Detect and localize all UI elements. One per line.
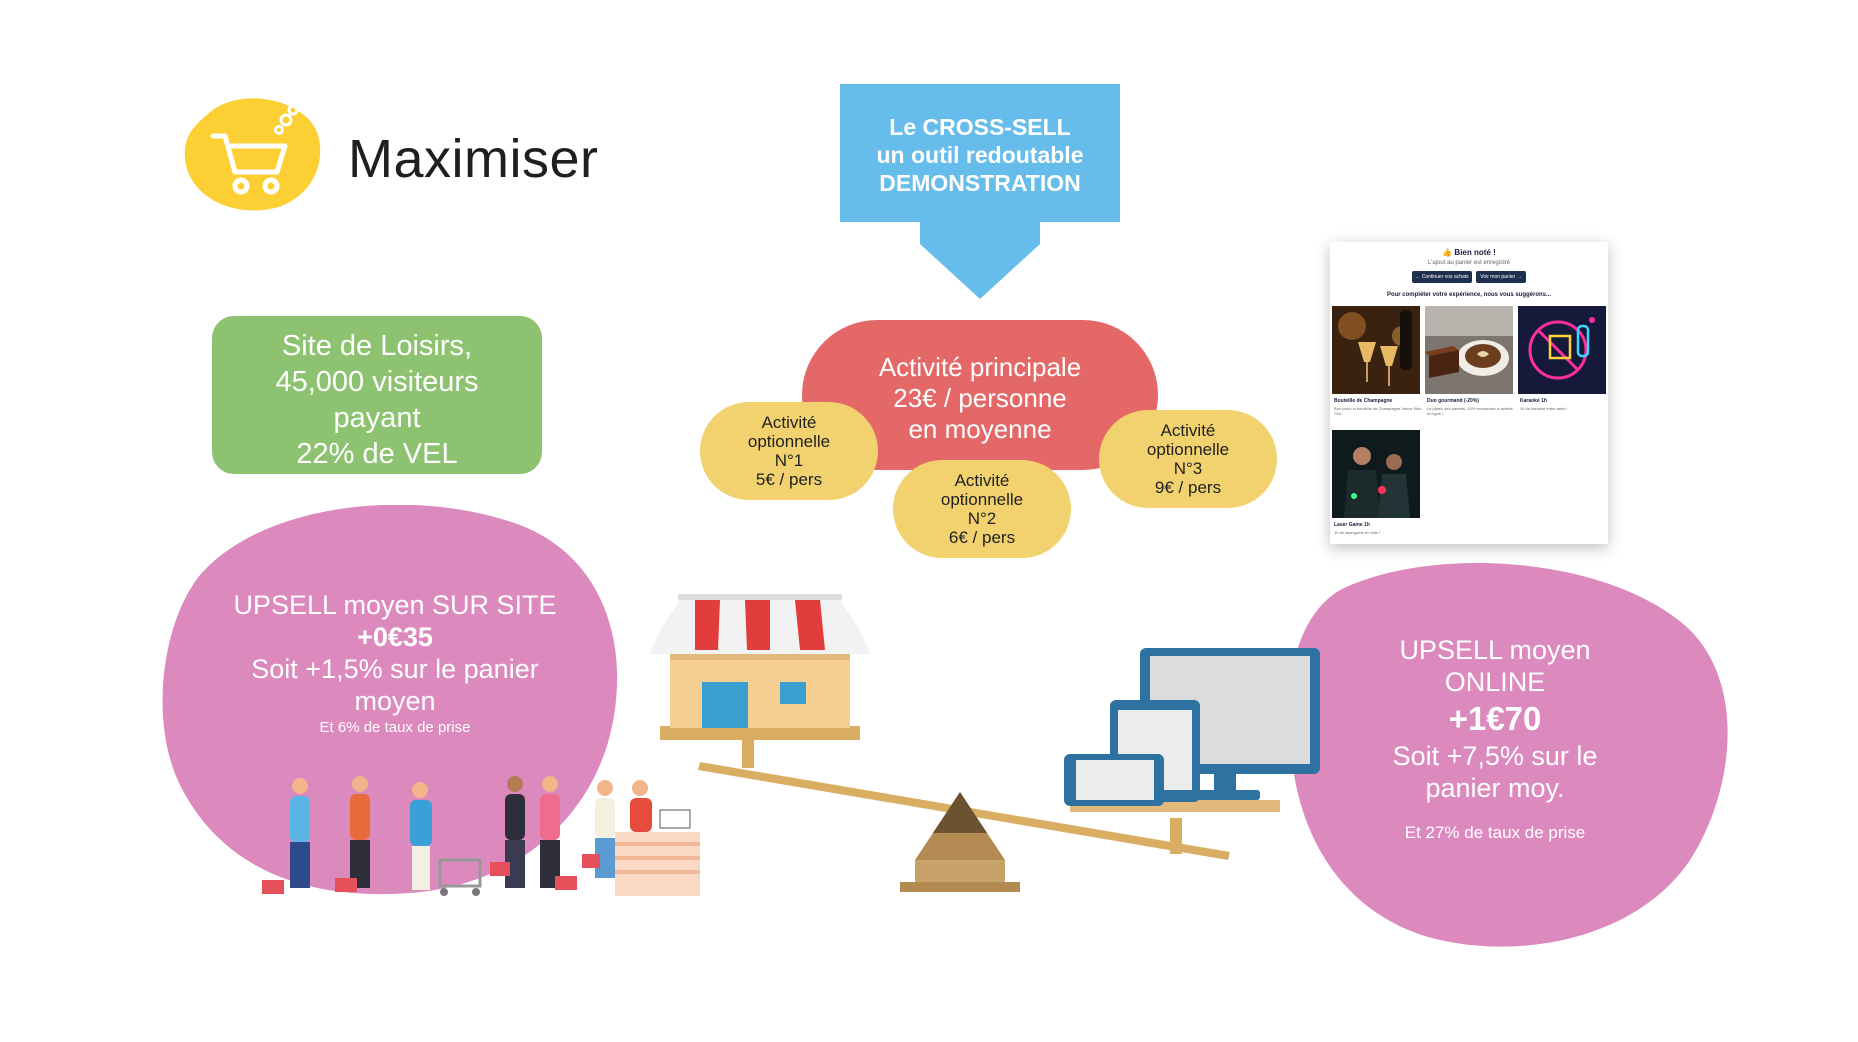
upsell-site-rate: Et 6% de taux de prise xyxy=(319,719,471,736)
callout-line: Le CROSS-SELL xyxy=(889,114,1071,140)
upsell-online-percent: Soit +7,5% sur le xyxy=(1392,741,1598,771)
optional-activity-price: 6€ / pers xyxy=(948,528,1016,547)
callout-line: DEMONSTRATION xyxy=(879,170,1081,196)
balance-illustration xyxy=(650,594,1320,892)
upsell-online-blob xyxy=(1288,563,1728,947)
product-desc: 1h de lasergame en folie ! xyxy=(1334,530,1381,535)
upsell-site-percent-cont: moyen xyxy=(354,686,436,716)
continue-shopping-button[interactable]: ← Continuer vos achats xyxy=(1412,271,1472,283)
optional-activity-line: optionnelle xyxy=(1146,440,1230,459)
main-activity-line: en moyenne xyxy=(908,414,1052,444)
optional-activity-line: N°2 xyxy=(967,509,997,528)
site-info-line: payant xyxy=(333,402,421,434)
karaoke-neon-image[interactable] xyxy=(1518,306,1606,394)
product-desc: Bon pour un bouteille de Champagne Veuve… xyxy=(1334,406,1422,416)
product-name: Bouteille de Champagne xyxy=(1334,398,1393,404)
page-title: Maximiser xyxy=(348,129,599,189)
optional-activity-line: N°3 xyxy=(1173,459,1203,478)
upsell-online-rate: Et 27% de taux de prise xyxy=(1404,823,1586,842)
main-activity-line: 23€ / personne xyxy=(893,383,1067,413)
balance-pivot-icon xyxy=(900,792,1020,892)
callout-line: un outil redoutable xyxy=(876,142,1084,168)
cross-sell-callout-text: Le CROSS-SELL un outil redoutable DEMONS… xyxy=(845,113,1115,197)
coffee-cake-image[interactable] xyxy=(1425,306,1513,394)
optional-activity-2: Activité optionnelle N°2 6€ / pers xyxy=(893,460,1071,558)
optional-activity-line: Activité xyxy=(761,413,817,432)
site-info-box: Site de Loisirs, 45,000 visiteurs payant… xyxy=(212,316,542,474)
optional-activity-line: optionnelle xyxy=(747,432,831,451)
cross-sell-product-card: 👍 Bien noté ! L'ajout au panier est enre… xyxy=(1330,242,1608,544)
site-info-line: 22% de VEL xyxy=(296,438,458,470)
optional-activity-3: Activité optionnelle N°3 9€ / pers xyxy=(1099,410,1277,508)
laser-game-image[interactable] xyxy=(1332,430,1420,518)
site-info-line: Site de Loisirs, xyxy=(281,330,473,362)
upsell-site-value: +0€35 xyxy=(357,622,433,652)
optional-activity-line: N°1 xyxy=(774,451,804,470)
upsell-site-percent: Soit +1,5% sur le panier xyxy=(251,654,539,684)
main-activity-text: Activité principale 23€ / personne en mo… xyxy=(802,352,1158,445)
product-desc: 1h de karaoké entre amis ! xyxy=(1520,406,1568,411)
optional-activity-price: 5€ / pers xyxy=(755,470,823,489)
upsell-site-text: UPSELL moyen SUR SITE +0€35 Soit +1,5% s… xyxy=(210,589,580,739)
main-activity-line: Activité principale xyxy=(878,352,1082,382)
card-suggestion-text: Pour compléter votre expérience, nous vo… xyxy=(1386,292,1552,298)
optional-activity-line: optionnelle xyxy=(940,490,1024,509)
optional-activity-line: Activité xyxy=(954,471,1010,490)
optional-activity-1: Activité optionnelle N°1 5€ / pers xyxy=(700,402,878,500)
product-name: Duo gourmand (-20%) xyxy=(1427,398,1479,404)
upsell-online-text: UPSELL moyen ONLINE +1€70 Soit +7,5% sur… xyxy=(1330,634,1660,844)
card-subtitle: L'ajout au panier est enregistré xyxy=(1427,260,1511,266)
card-title: 👍 Bien noté ! xyxy=(1442,248,1496,257)
shopping-cart-icon xyxy=(184,98,321,211)
product-name: Laser Game 1h xyxy=(1334,522,1370,528)
upsell-online-title: UPSELL moyen xyxy=(1399,635,1591,665)
product-desc: Le plaisir des parents. 20% économisé si… xyxy=(1427,406,1513,416)
view-cart-button[interactable]: Voir mon panier → xyxy=(1476,271,1526,283)
upsell-online-title-cont: ONLINE xyxy=(1444,667,1546,697)
devices-icon xyxy=(1064,648,1320,812)
optional-activity-price: 9€ / pers xyxy=(1154,478,1222,497)
upsell-site-title: UPSELL moyen SUR SITE xyxy=(233,590,557,620)
upsell-online-value: +1€70 xyxy=(1448,700,1542,737)
site-info-line: 45,000 visiteurs xyxy=(275,366,479,398)
upsell-online-percent-cont: panier moy. xyxy=(1425,773,1565,803)
product-name: Karaoké 1h xyxy=(1520,398,1547,404)
queue-of-people-icon xyxy=(262,776,700,896)
optional-activity-line: Activité xyxy=(1160,421,1216,440)
store-icon xyxy=(650,594,870,740)
upsell-site-blob xyxy=(162,505,618,894)
champagne-image[interactable] xyxy=(1332,306,1420,394)
cross-sell-callout-arrow xyxy=(840,84,1120,299)
